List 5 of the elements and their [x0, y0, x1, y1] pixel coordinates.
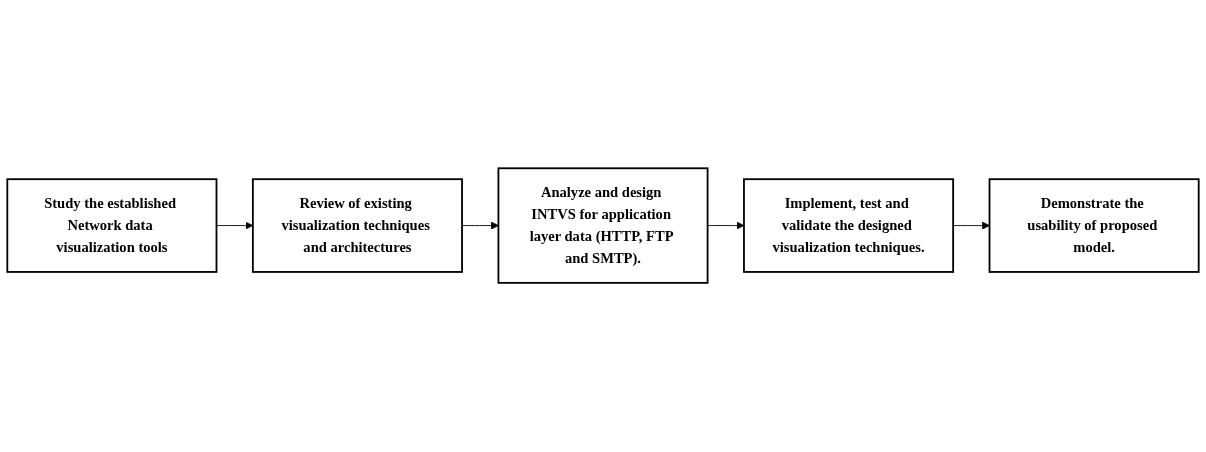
- node-box: Review of existing visualization techniques and architectures: [251, 178, 463, 274]
- node-box: Demonstrate the usability of proposed model.: [988, 178, 1200, 274]
- node-box: Implement, test and validate the designed visualization techniques.: [743, 178, 955, 274]
- node-box: Study the established Network data visualization tools: [6, 178, 218, 274]
- node-box: Analyze and design INTVS for application layer data (HTTP, FTP and SMTP).: [497, 167, 709, 285]
